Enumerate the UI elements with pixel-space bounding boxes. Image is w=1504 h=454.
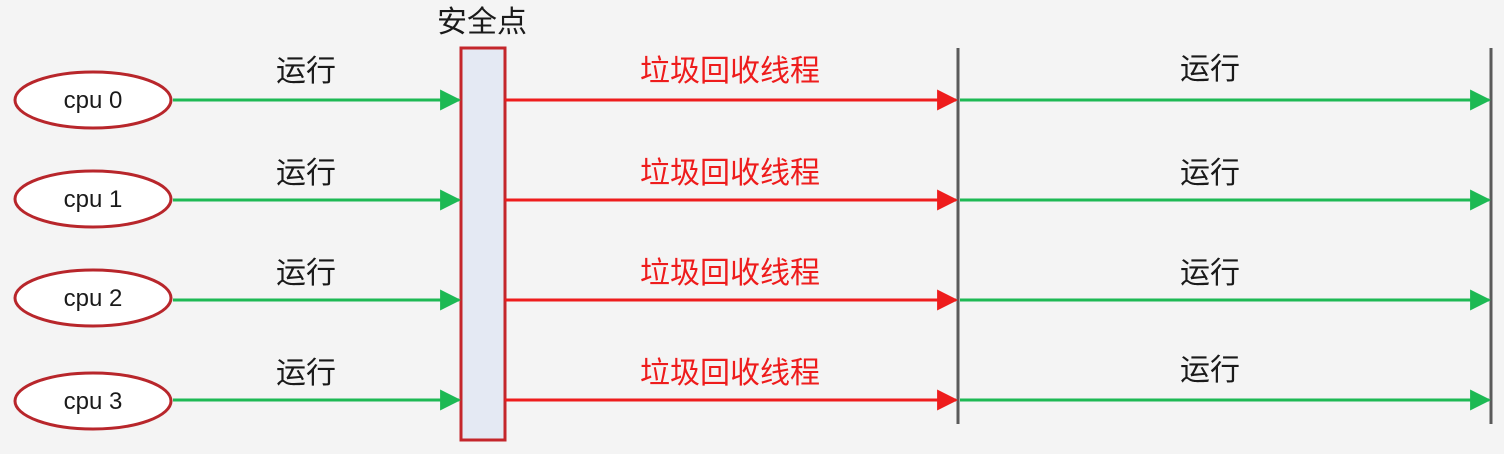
run-before-label: 运行 [276,156,336,191]
cpu-label: cpu 1 [64,186,123,213]
run-after-label: 运行 [1180,52,1240,87]
gc-thread-label: 垃圾回收线程 [640,356,820,391]
cpu-row-3: cpu 3 运行 垃圾回收线程 运行 [13,353,1492,431]
gc-thread-label: 垃圾回收线程 [640,256,820,291]
cpu-node [13,371,173,431]
cpu-label: cpu 2 [64,285,123,312]
gc-thread-label: 垃圾回收线程 [640,156,820,191]
gc-thread-label: 垃圾回收线程 [640,54,820,89]
run-before-label: 运行 [276,356,336,391]
cpu-label: cpu 3 [64,388,123,415]
cpu-node [13,268,173,328]
run-after-label: 运行 [1180,256,1240,291]
run-before-label: 运行 [276,54,336,89]
run-before-label: 运行 [276,256,336,291]
cpu-node [13,70,173,130]
cpu-label: cpu 0 [64,87,123,114]
cpu-row-2: cpu 2 运行 垃圾回收线程 运行 [13,256,1492,328]
run-after-label: 运行 [1180,156,1240,191]
cpu-row-0: cpu 0 运行 垃圾回收线程 运行 [13,52,1492,130]
run-after-label: 运行 [1180,353,1240,388]
cpu-node [13,169,173,229]
cpu-row-1: cpu 1 运行 垃圾回收线程 运行 [13,156,1492,229]
safepoint-label: 安全点 [437,5,527,40]
safepoint-bar [459,46,507,442]
